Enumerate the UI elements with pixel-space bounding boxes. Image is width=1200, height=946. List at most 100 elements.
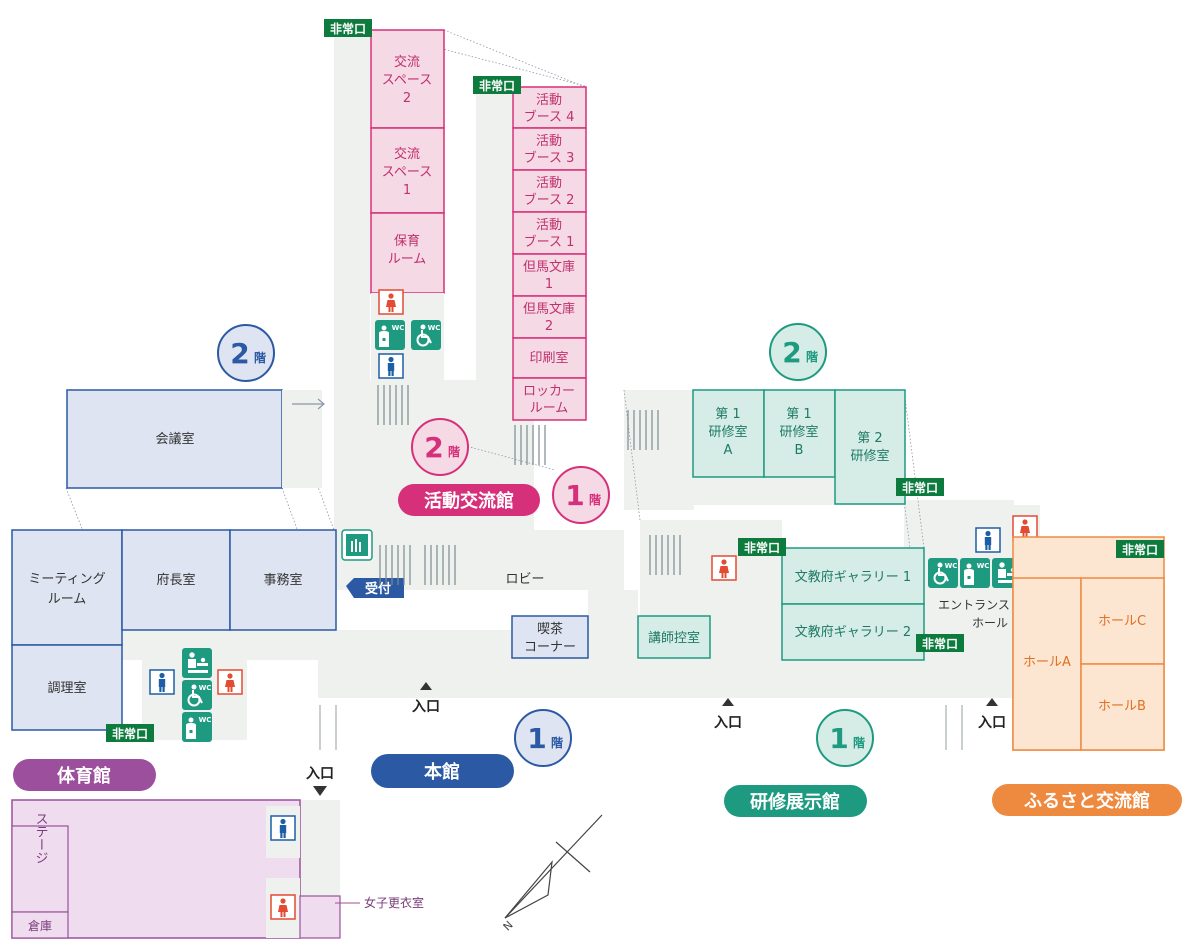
emergency-exits: 非常口 非常口 非常口 非常口 非常口 非常口 非常口 xyxy=(106,19,1164,742)
label-kissa-1: 喫茶 xyxy=(537,621,563,637)
honkan-2f: 会議室 xyxy=(66,389,325,489)
room-gallery-2[interactable] xyxy=(781,603,925,661)
label-k1a-c: A xyxy=(724,443,733,458)
label-entrance-hall-1: エントランス xyxy=(938,598,1010,612)
room-koryu-space-1[interactable] xyxy=(370,127,445,214)
building-label-kenshu: 研修展示館 xyxy=(724,785,867,817)
room-hall-c[interactable] xyxy=(1080,577,1165,665)
exit-sign: 非常口 xyxy=(1116,540,1164,558)
svg-text:1: 1 xyxy=(829,722,848,755)
label-locker-a: ロッカー xyxy=(523,384,575,399)
honkan-1f: ミーティング ルーム 府長室 事務室 調理室 喫茶 コーナー ロビー 受付 xyxy=(11,529,589,731)
label-k1a-b: 研修室 xyxy=(708,424,747,440)
label-meeting-2: ルーム xyxy=(48,592,87,607)
taiikukan: ステージ 倉庫 女子更衣室 xyxy=(11,799,424,939)
room-tajima-2[interactable] xyxy=(512,295,587,339)
label-b3-a: 活動 xyxy=(536,134,562,149)
room-kenshu-2[interactable] xyxy=(834,389,906,505)
men-toilet-icon xyxy=(149,669,175,695)
label-koushi: 講師控室 xyxy=(648,630,700,646)
exit-sign: 非常口 xyxy=(738,538,786,556)
label-fucho: 府長室 xyxy=(156,572,195,588)
label-k2-a: 第 2 xyxy=(857,431,882,446)
room-fucho[interactable] xyxy=(121,529,231,631)
room-booth-4[interactable] xyxy=(512,86,587,129)
svg-text:N: N xyxy=(501,918,516,933)
kenshu-1f: 文教府ギャラリー 1 文教府ギャラリー 2 講師控室 エントランス ホール xyxy=(637,515,1038,661)
accessible-toilet-icon xyxy=(410,319,442,351)
svg-text:活動交流館: 活動交流館 xyxy=(424,490,514,512)
room-joshi-koui[interactable] xyxy=(299,895,341,939)
room-tajima-1[interactable] xyxy=(512,253,587,297)
entrance-marker: 入口 xyxy=(714,698,742,731)
ostomate-toilet-icon xyxy=(182,712,212,742)
furusato: ホールA ホールC ホールB xyxy=(1012,536,1165,751)
building-label-furusato: ふるさと交流館 xyxy=(992,784,1182,816)
label-t2-a: 但馬文庫 xyxy=(523,302,575,317)
label-gallery-1: 文教府ギャラリー 1 xyxy=(795,569,911,585)
label-b2-b: ブース 2 xyxy=(524,192,575,208)
label-t2-b: 2 xyxy=(545,319,553,334)
room-kissa[interactable] xyxy=(511,615,589,659)
men-toilet-icon xyxy=(378,353,404,379)
svg-text:非常口: 非常口 xyxy=(112,726,148,741)
label-k2-b: 研修室 xyxy=(850,448,889,464)
svg-text:ふるさと交流館: ふるさと交流館 xyxy=(1024,790,1150,812)
room-kaigishitsu[interactable] xyxy=(66,389,283,489)
label-insatsu: 印刷室 xyxy=(529,350,568,366)
svg-text:非常口: 非常口 xyxy=(479,78,515,93)
room-koushi[interactable] xyxy=(637,615,711,659)
men-toilet-icon xyxy=(270,815,296,841)
room-hall-b[interactable] xyxy=(1080,663,1165,751)
label-entrance-hall-2: ホール xyxy=(972,616,1008,630)
room-souko[interactable] xyxy=(11,911,69,939)
label-k1b-c: B xyxy=(795,443,804,458)
katsudo-2f-left: 交流 スペース 2 交流 スペース 1 保育 ルーム xyxy=(370,29,445,426)
label-lobby: ロビー xyxy=(505,572,544,587)
svg-text:階: 階 xyxy=(254,350,266,365)
room-gallery-1[interactable] xyxy=(781,547,925,605)
label-hoiku-a: 保育 xyxy=(394,233,420,249)
svg-text:階: 階 xyxy=(853,735,865,750)
label-k1a-a: 第 1 xyxy=(715,407,740,422)
label-k1b-b: 研修室 xyxy=(779,424,818,440)
men-toilet-icon xyxy=(975,527,1001,553)
label-b2-a: 活動 xyxy=(536,176,562,191)
label-jimu: 事務室 xyxy=(263,572,302,588)
accessible-toilet-icon xyxy=(927,557,959,589)
room-locker[interactable] xyxy=(512,377,587,421)
accessible-toilet-icon xyxy=(181,679,213,711)
label-joshi-koui: 女子更衣室 xyxy=(364,895,424,910)
svg-text:1: 1 xyxy=(527,722,546,755)
room-hall-a[interactable] xyxy=(1012,577,1082,751)
room-jimu[interactable] xyxy=(229,529,337,631)
baby-changing-icon xyxy=(182,648,212,678)
svg-text:非常口: 非常口 xyxy=(902,480,938,495)
label-ks1-b: スペース xyxy=(382,165,432,180)
label-t1-b: 1 xyxy=(545,277,553,292)
svg-text:本館: 本館 xyxy=(424,761,460,783)
room-stage[interactable] xyxy=(11,825,69,913)
room-kenshu-1a[interactable] xyxy=(692,389,765,478)
room-booth-1[interactable] xyxy=(512,211,587,255)
women-toilet-icon xyxy=(711,555,737,581)
label-stage: ステージ xyxy=(33,812,48,864)
room-meeting[interactable] xyxy=(11,529,123,646)
svg-text:非常口: 非常口 xyxy=(330,21,366,36)
svg-text:入口: 入口 xyxy=(412,699,440,715)
room-chori[interactable] xyxy=(11,644,123,731)
label-souko: 倉庫 xyxy=(28,918,52,933)
label-chori: 調理室 xyxy=(47,680,86,696)
entrance-marker: 入口 xyxy=(978,698,1006,731)
room-kenshu-1b[interactable] xyxy=(763,389,836,478)
label-locker-b: ルーム xyxy=(530,401,569,416)
svg-text:階: 階 xyxy=(806,349,818,364)
svg-text:階: 階 xyxy=(589,492,601,507)
room-insatsu[interactable] xyxy=(512,337,587,379)
